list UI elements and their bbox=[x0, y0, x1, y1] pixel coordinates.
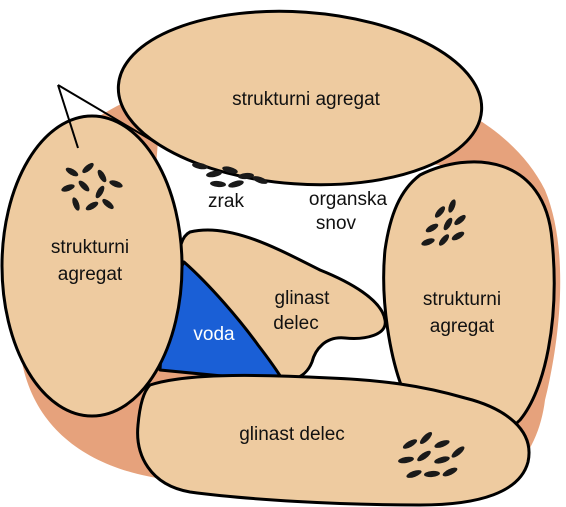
label-center-clay-line1: glinast bbox=[275, 288, 331, 309]
label-top-aggregate: strukturni agregat bbox=[232, 89, 381, 110]
label-air: zrak bbox=[208, 191, 244, 212]
label-center-clay-line2: delec bbox=[273, 313, 318, 334]
label-left-aggregate-line1: strukturni bbox=[51, 237, 129, 258]
label-organic-line2: snov bbox=[316, 213, 357, 234]
label-bottom-clay: glinast delec bbox=[239, 424, 345, 445]
label-organic-line1: organska bbox=[309, 189, 388, 210]
label-water: voda bbox=[193, 324, 235, 345]
label-left-aggregate-line2: agregat bbox=[58, 264, 123, 285]
label-right-aggregate-line1: strukturni bbox=[423, 289, 501, 310]
label-right-aggregate-line2: agregat bbox=[430, 316, 495, 337]
